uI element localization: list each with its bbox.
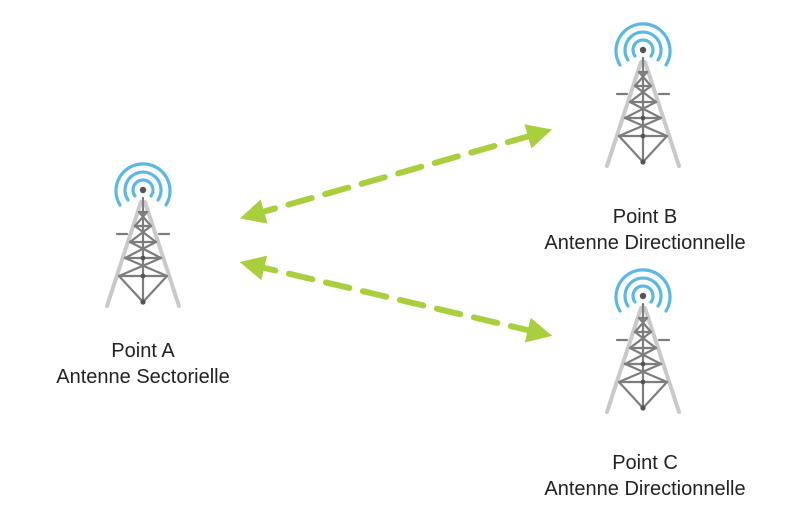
node-title-point-b: Point B: [612, 206, 678, 228]
node-label-point-a: Point A Antenne Sectorielle: [0, 338, 293, 390]
tower-icon-point-a: [105, 161, 181, 308]
node-title-point-c: Point C: [612, 452, 678, 474]
node-subtitle-point-b: Antenne Directionnelle: [544, 232, 746, 254]
node-label-point-c: Point C Antenne Directionnelle: [495, 450, 795, 502]
node-subtitle-point-a: Antenne Sectorielle: [56, 366, 230, 388]
link-arrow-a-c: [239, 255, 553, 343]
node-title-point-a: Point A: [111, 340, 175, 362]
node-label-point-b: Point B Antenne Directionnelle: [495, 204, 795, 256]
tower-icon-point-b: [605, 21, 681, 168]
tower-icon-point-c: [605, 267, 681, 414]
links-layer: [239, 124, 553, 343]
link-arrow-a-b: [239, 124, 553, 224]
node-subtitle-point-c: Antenne Directionnelle: [544, 478, 746, 500]
